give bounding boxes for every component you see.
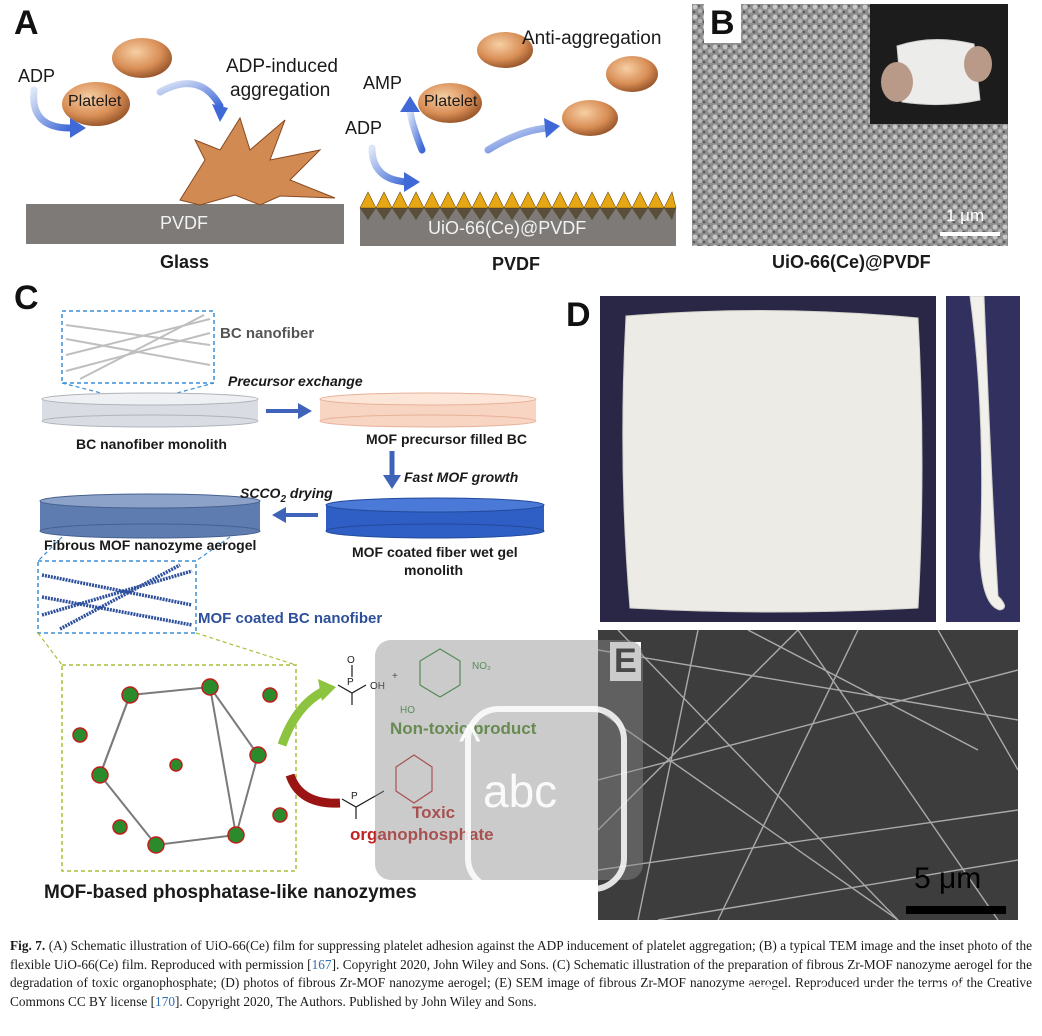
label-anti-aggregation: Anti-aggregation (522, 28, 662, 49)
label-scco2-drying: SCCO2 drying (240, 485, 333, 505)
panel-letter-a: A (14, 4, 39, 42)
label-wet-gel-1: MOF coated fiber wet gel (352, 544, 518, 560)
label-mof-coated-bc: MOF coated BC nanofiber (198, 610, 383, 627)
sem-image-b (692, 4, 1008, 246)
caption-text-2: ]. Copyright 2020, John Wiley and Sons. … (10, 956, 1032, 1009)
glass-pvdf-bar (26, 204, 344, 244)
label-bc-nanofiber: BC nanofiber (220, 325, 315, 342)
label-precursor-exchange: Precursor exchange (228, 373, 363, 389)
caption-ref-167[interactable]: 167 (311, 956, 332, 972)
label-organophosphate: organophosphate (350, 825, 494, 844)
photo-aerogel-d (600, 296, 1020, 622)
label-uio-bar: UiO-66(Ce)@PVDF (428, 218, 587, 238)
arrow-heads (70, 96, 560, 192)
panel-c: C (0, 275, 600, 925)
panel-c-schematic (37, 310, 545, 872)
panel-e: E 5 μm (598, 630, 1018, 920)
abc-label: abc (483, 765, 558, 817)
abc-overlay-frame (465, 706, 627, 892)
label-panel-b: UiO-66(Ce)@PVDF (772, 252, 931, 272)
panel-letter-c: C (14, 279, 39, 317)
label-mof-based: MOF-based phosphatase-like nanozymes (44, 882, 417, 903)
label-adp-right: ADP (345, 118, 383, 138)
label-aggregation: aggregation (230, 80, 331, 101)
panel-b: B 1 μm UiO-66(Ce)@PVDF (690, 0, 1042, 275)
label-p-bottom: P (351, 791, 358, 802)
watermark: 知乎 @纳米材料催化 (730, 982, 973, 1012)
label-platelet-left: Platelet (68, 93, 122, 110)
sem-image-e (598, 630, 1018, 920)
label-pvdf-bar: PVDF (160, 213, 209, 233)
label-amp: AMP (363, 73, 403, 93)
label-platelet-right: Platelet (424, 93, 478, 110)
label-glass: Glass (160, 252, 210, 272)
label-p-top: P (347, 677, 354, 688)
label-ho: HO (400, 705, 415, 716)
mof-crystal-layer (359, 191, 677, 209)
label-bc-monolith: BC nanofiber monolith (76, 436, 227, 452)
platelet-shapes (62, 32, 658, 136)
aggregated-platelets (179, 116, 336, 206)
caption-text-3: ]. Copyright 2020, The Authors. Publishe… (175, 993, 537, 1009)
caption-fig-label: Fig. 7. (10, 938, 46, 953)
panel-d: D (566, 296, 1020, 622)
mof-clusters (72, 678, 288, 854)
panel-a-schematic (26, 32, 677, 246)
label-aerogel: Fibrous MOF nanozyme aerogel (44, 537, 257, 553)
label-o-top: O (347, 655, 355, 666)
label-no2: NO₂ (472, 661, 491, 672)
panel-letter-e: E (610, 642, 641, 681)
label-plus: + (392, 671, 398, 682)
scale-bar-e: 5 μm (914, 862, 982, 895)
label-mof-precursor: MOF precursor filled BC (366, 431, 528, 447)
label-adp-left: ADP (18, 66, 56, 86)
scale-bar-b: 1 μm (946, 206, 985, 225)
label-non-toxic: Non-toxic product (390, 719, 537, 738)
panel-letter-d: D (566, 296, 591, 334)
chevron-up-icon: ^ (459, 715, 481, 767)
label-pvdf-below: PVDF (492, 254, 541, 274)
figure-caption: Fig. 7. (A) Schematic illustration of Ui… (10, 937, 1032, 1011)
label-toxic: Toxic (412, 803, 456, 822)
label-adp-induced: ADP-induced (226, 56, 338, 77)
panel-letter-b: B (704, 4, 741, 43)
label-oh: OH (370, 681, 385, 692)
panel-a: A (0, 0, 690, 275)
label-wet-gel-2: monolith (404, 562, 464, 578)
abc-overlay[interactable]: ^ abc (375, 640, 643, 892)
caption-text-1: (A) Schematic illustration of UiO-66(Ce)… (10, 938, 1033, 972)
caption-ref-170[interactable]: 170 (155, 993, 175, 1009)
label-fast-mof-growth: Fast MOF growth (404, 469, 519, 485)
